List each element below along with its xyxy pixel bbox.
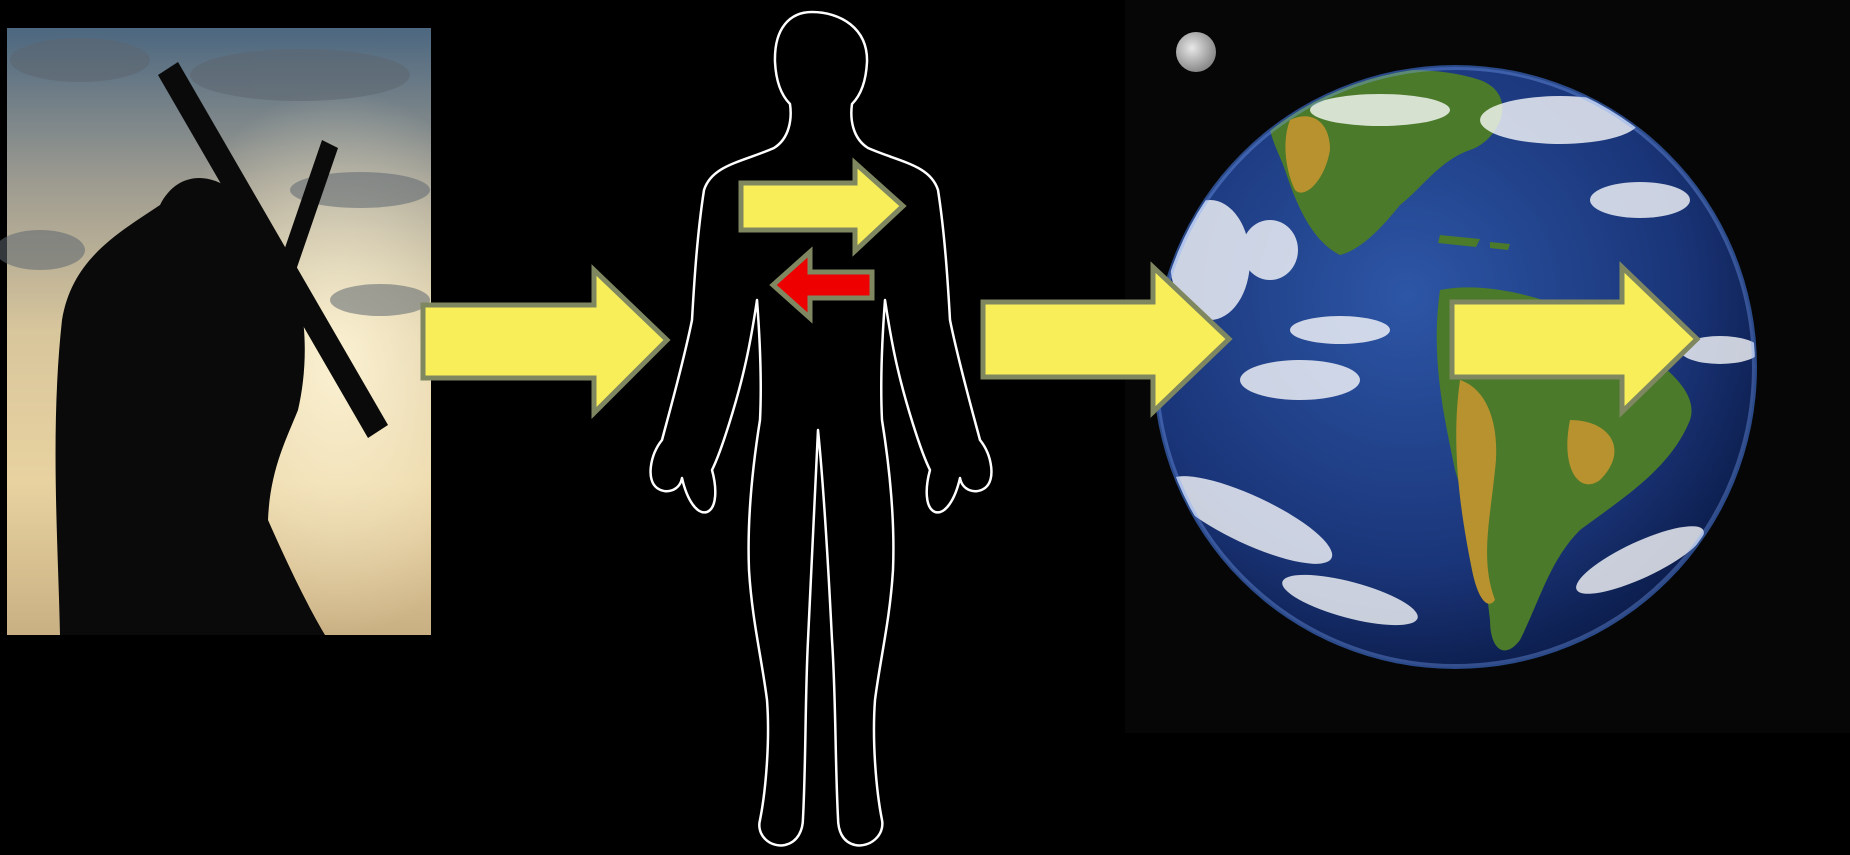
cross-bearer-panel <box>0 28 431 635</box>
human-body-outline-icon <box>651 12 992 845</box>
moon-icon <box>1176 32 1216 72</box>
arrow-photo-to-body <box>423 270 667 413</box>
